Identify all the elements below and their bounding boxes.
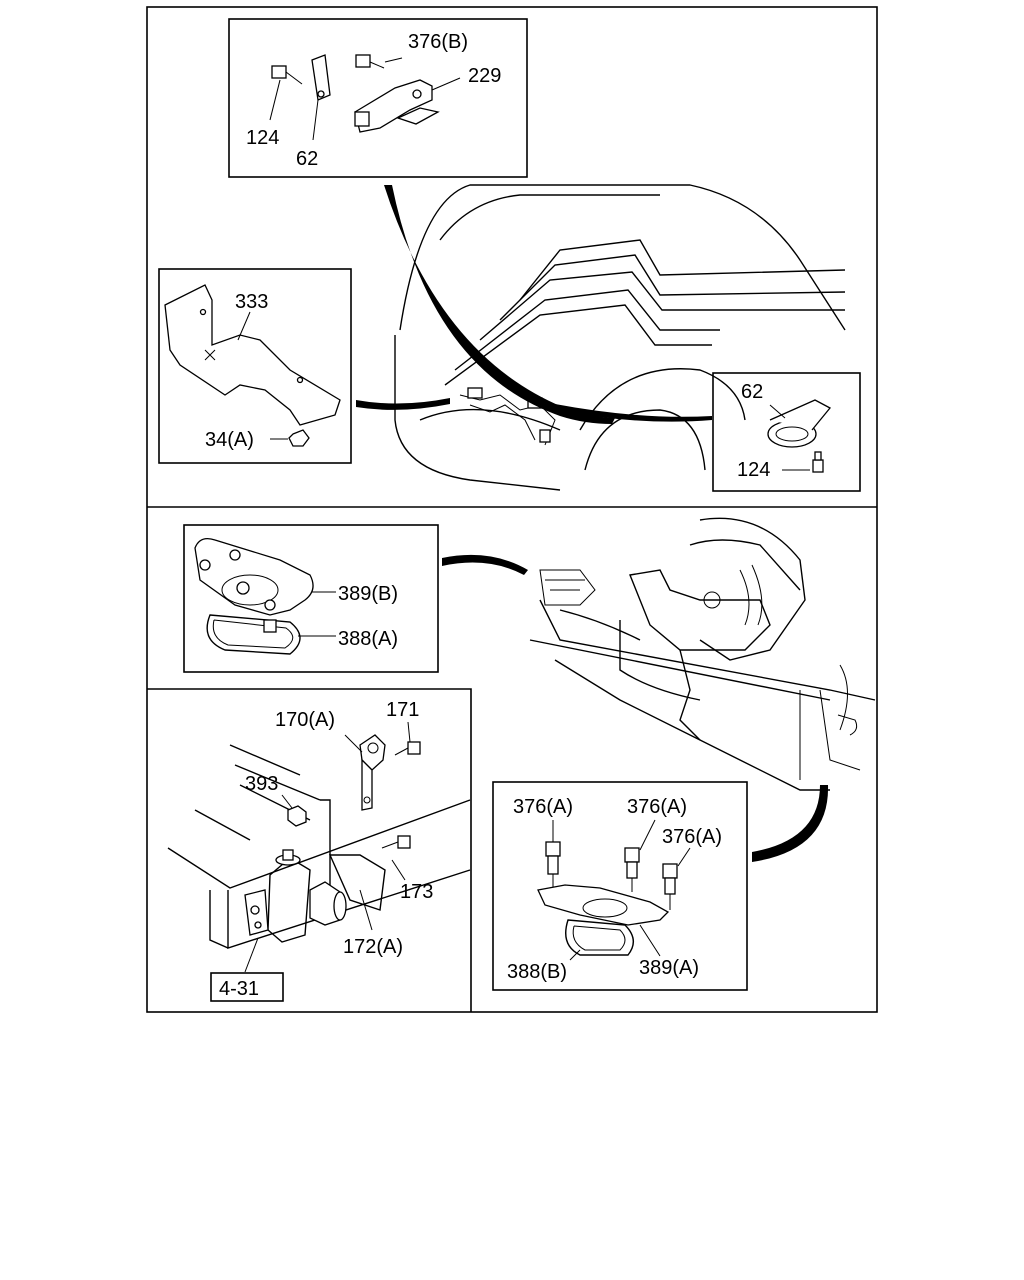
clamp-62-drawing [767,399,832,473]
callout-388b: 388(B) [507,961,567,983]
section-divider-bottom-left [147,688,472,1012]
bracket-389b-drawing [194,537,336,655]
callout-173: 173 [400,881,433,903]
leader-arc-229 [384,185,615,424]
callout-229: 229 [468,65,501,87]
leader-arc-389b [442,554,528,575]
callout-389b: 389(B) [338,583,398,605]
callout-171: 171 [386,699,419,721]
leader-arc-389a [752,785,829,862]
bracket-333-drawing [164,284,341,447]
callout-172a: 172(A) [343,936,403,958]
callout-333: 333 [235,291,268,313]
callout-389a: 389(A) [639,957,699,979]
callout-34a: 34(A) [205,429,254,451]
leader-arc-333 [356,398,450,410]
callout-170a: 170(A) [275,709,335,731]
callout-124-right: 124 [737,459,770,481]
inset-bracket-389b [183,524,439,673]
callout-124-top: 124 [246,127,279,149]
bracket-229-drawing [269,54,461,141]
callout-388a: 388(A) [338,628,398,650]
callout-62-top: 62 [296,148,318,170]
vehicle-front-illustration [394,184,846,491]
inset-bracket-389a [492,781,748,991]
callout-393: 393 [245,773,278,795]
reference-4-31: 4-31 [219,978,259,1000]
outer-frame [146,6,878,1013]
callout-376b: 376(B) [408,31,468,53]
reference-box-4-31 [210,972,284,1002]
bracket-389a-drawing [537,819,691,961]
callout-376a-left: 376(A) [513,796,573,818]
fuel-tank-illustration [529,517,876,791]
callout-376a-middle: 376(A) [627,796,687,818]
frame-mount-illustration [167,721,471,973]
leader-arc-62 [555,404,712,422]
inset-clamp-62 [712,372,861,492]
inset-bracket-333 [158,268,352,464]
inset-bracket-229 [228,18,528,178]
callout-62-right: 62 [741,381,763,403]
callout-376a-right: 376(A) [662,826,722,848]
